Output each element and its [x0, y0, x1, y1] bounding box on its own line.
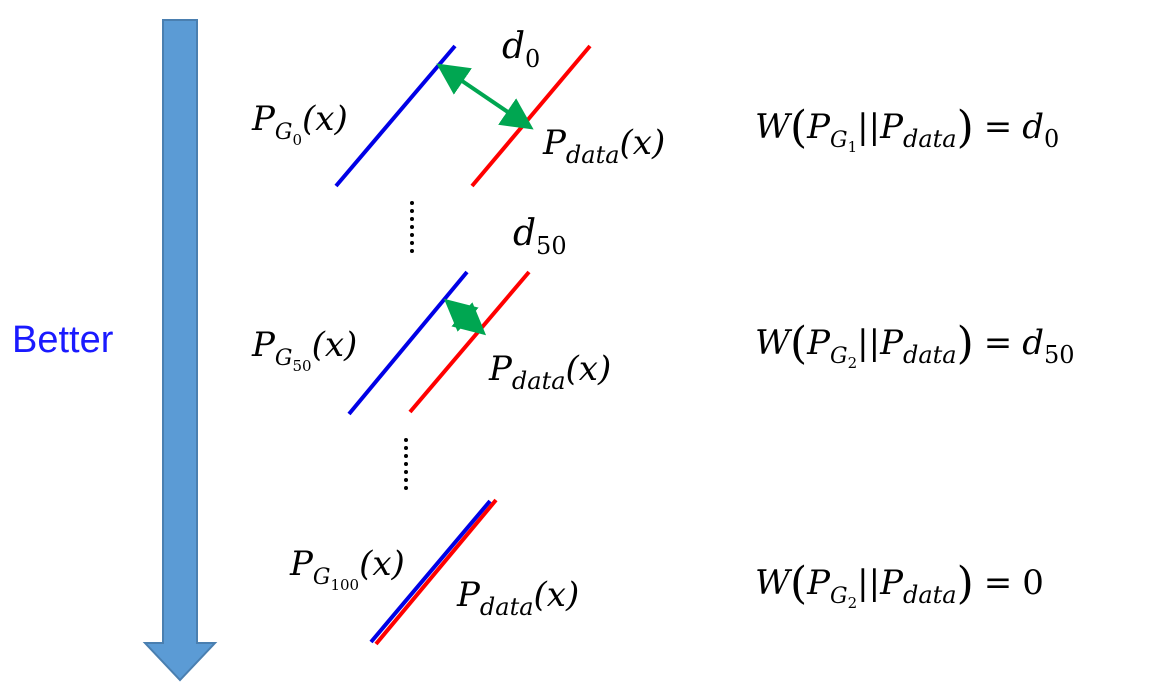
generator-distribution-line-0 [334, 44, 457, 188]
distance-label-1: d50 [513, 213, 567, 260]
vertical-ellipsis-2 [404, 438, 408, 490]
data-label-1: Pdata(x) [488, 349, 611, 395]
data-label-2: Pdata(x) [456, 575, 579, 621]
distance-arrow-1 [443, 298, 487, 336]
data-distribution-line-1 [408, 270, 531, 414]
data-label-0: Pdata(x) [542, 123, 665, 169]
distance-label-0: d0 [502, 26, 540, 73]
generator-label-0: PG0(x) [251, 99, 348, 149]
generator-distribution-line-1 [347, 270, 469, 416]
generator-label-1: PG50(x) [251, 325, 357, 375]
generator-distribution-line-2 [369, 499, 492, 644]
data-distribution-line-2 [374, 498, 498, 646]
distance-arrow-0 [436, 63, 534, 130]
wasserstein-equation-1: W(PG2||Pdata)=d50 [755, 318, 1075, 372]
wasserstein-equation-2: W(PG2||Pdata)=0 [755, 558, 1044, 612]
vertical-ellipsis-1 [410, 201, 414, 253]
generator-label-2: PG100(x) [289, 544, 405, 594]
better-label: Better [12, 319, 114, 361]
wasserstein-equation-0: W(PG1||Pdata)=d0 [755, 102, 1059, 156]
improvement-down-arrow [142, 19, 218, 682]
